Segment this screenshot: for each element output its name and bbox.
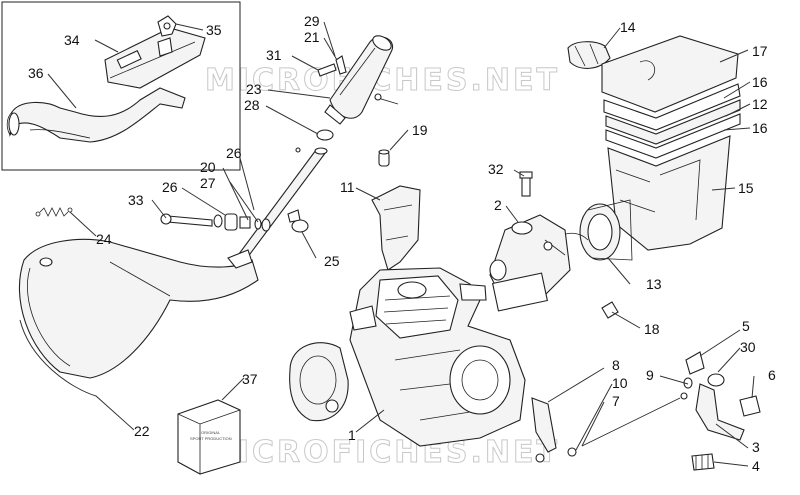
intake-rubber [557, 199, 633, 261]
box-label-line-1: ORIGINAL [201, 430, 221, 435]
engine [349, 267, 526, 447]
callout-17: 17 [752, 43, 768, 59]
callout-16: 16 [752, 74, 768, 90]
clamp-25 [287, 209, 309, 233]
washer-28 [316, 129, 334, 141]
callout-26: 26 [226, 145, 242, 161]
callout-30: 30 [740, 339, 756, 355]
callout-18: 18 [644, 321, 660, 337]
callout-8: 8 [612, 357, 620, 373]
callout-28: 28 [244, 97, 260, 113]
callout-24: 24 [96, 231, 112, 247]
clamp-35 [157, 15, 177, 57]
callout-7: 7 [612, 393, 620, 409]
tail-pipe [235, 147, 328, 263]
callout-36: 36 [28, 65, 44, 81]
callout-35: 35 [206, 22, 222, 38]
callout-10: 10 [612, 375, 628, 391]
callout-25: 25 [324, 253, 340, 269]
screw-32 [519, 171, 533, 197]
callout-13: 13 [646, 276, 662, 292]
shift-linkage [531, 392, 688, 463]
reed-cover [371, 185, 421, 271]
screw-23 [377, 97, 399, 105]
callout-16-second: 16 [752, 120, 768, 136]
callout-11: 11 [340, 179, 355, 195]
callout-22: 22 [134, 423, 150, 439]
air-box [601, 35, 741, 251]
carburetor [489, 214, 571, 312]
mount-19 [378, 149, 390, 167]
callout-31: 31 [266, 47, 282, 63]
callout-9: 9 [646, 367, 654, 383]
hose-clamp-14 [567, 41, 611, 69]
exhaust-pipe-variant [6, 87, 186, 143]
callout-14: 14 [620, 19, 636, 35]
callout-23: 23 [246, 81, 262, 97]
bracket-31 [317, 63, 337, 77]
callout-27: 27 [200, 175, 216, 191]
callout-34: 34 [64, 32, 80, 48]
watermark-bottom: MICROFICHES.NET [205, 435, 560, 470]
callout-37: 37 [242, 371, 258, 387]
callout-4: 4 [752, 458, 760, 474]
washer-23 [374, 93, 382, 101]
callout-21: 21 [304, 29, 320, 45]
callout-20: 20 [200, 159, 216, 175]
exhaust-main [18, 238, 259, 379]
callout-15: 15 [738, 180, 754, 196]
callout-5: 5 [742, 318, 750, 334]
callouts: 35 34 36 29 21 31 23 28 19 14 17 16 12 1… [28, 13, 776, 474]
callout-33: 33 [128, 192, 144, 208]
callout-19: 19 [412, 122, 428, 138]
bolt-21 [335, 55, 347, 75]
callout-6: 6 [768, 367, 776, 383]
callout-3: 3 [752, 439, 760, 455]
clip-18 [601, 301, 619, 319]
ignition-cover [289, 342, 349, 422]
bolt-assembly [160, 213, 271, 232]
callout-29: 29 [304, 13, 320, 29]
product-box: ORIGINAL SPORT PRODUCTION [177, 399, 241, 475]
callout-2: 2 [494, 197, 502, 213]
callout-26-second: 26 [162, 179, 178, 195]
silencer [324, 35, 394, 125]
callout-12: 12 [752, 96, 768, 112]
spring-24 [35, 207, 73, 217]
callout-32: 32 [488, 161, 504, 177]
inset-frame [1, 1, 241, 171]
callout-1: 1 [348, 427, 356, 443]
heat-shield [104, 27, 206, 89]
box-label-line-2: SPORT PRODUCTION [190, 436, 232, 441]
kick-pedal [683, 351, 761, 471]
leader-lines [19, 21, 755, 467]
